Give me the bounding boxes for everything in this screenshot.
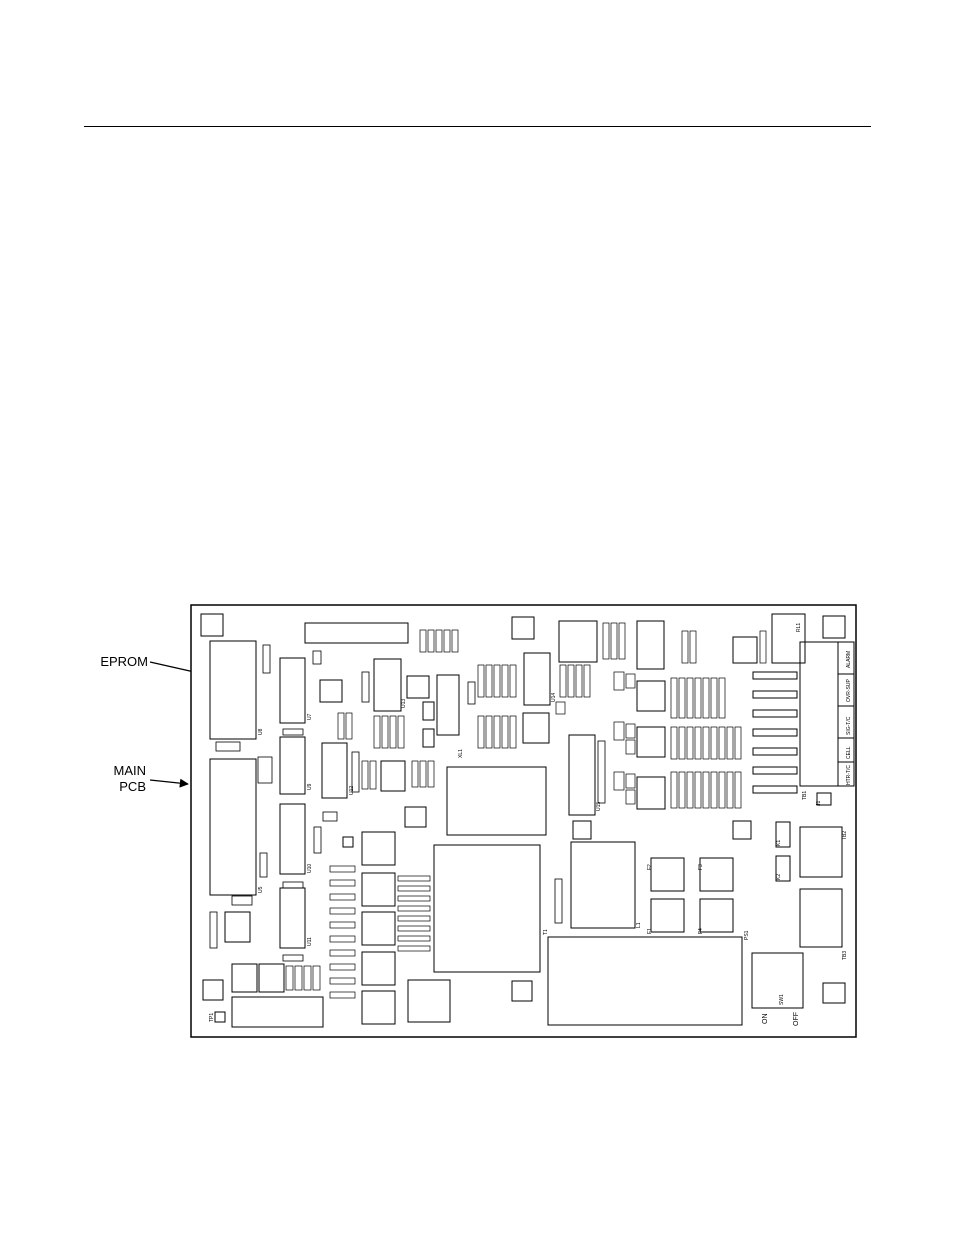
ref-u9: U9 [307, 783, 313, 790]
terminal-label-ovr-sup: OVR-SUP [846, 679, 852, 702]
ref-f3: F3 [698, 864, 704, 870]
ref-tp1: TP1 [209, 1013, 215, 1022]
ref-f2: F2 [647, 864, 653, 870]
ref-ps1: PS1 [744, 930, 750, 940]
ref-u12: U12 [349, 786, 355, 795]
switch-on-label: ON [762, 1014, 769, 1025]
ref-tb3: TB3 [842, 951, 848, 960]
ref-u11: U11 [307, 937, 313, 946]
terminal-label-alarm: ALARM [846, 651, 852, 668]
terminal-label-htr-tc: HTR-T/C [846, 765, 852, 785]
ref-j1: J1 [816, 801, 822, 807]
ref-u5: U5 [258, 886, 264, 893]
ref-tb1: TB1 [802, 791, 808, 800]
terminal-label-sig-tc: SIG-T/C [846, 716, 852, 735]
ref-tb2: TB2 [842, 831, 848, 840]
ref-f1: F1 [647, 928, 653, 934]
ref-xl1: XL1 [458, 749, 464, 758]
ref-u13: U13 [401, 699, 407, 708]
terminal-label-cell: CELL [846, 746, 852, 759]
ref-sw1: SW1 [779, 994, 785, 1005]
main-pcb-arrow [150, 780, 188, 784]
ref-f4: F4 [698, 928, 704, 934]
ref-u7: U7 [307, 713, 313, 720]
ref-u8: U8 [258, 728, 264, 735]
ref-u15: U15 [596, 802, 602, 811]
ref-u10: U10 [307, 864, 313, 873]
ref-k2: K2 [776, 874, 782, 880]
ref-l1: L1 [636, 922, 642, 928]
ref-rl1: RL1 [796, 623, 802, 632]
ref-k1: K1 [776, 840, 782, 846]
switch-off-label: OFF [793, 1012, 800, 1026]
ref-u14: U14 [551, 693, 557, 702]
ref-t1: T1 [543, 929, 549, 935]
